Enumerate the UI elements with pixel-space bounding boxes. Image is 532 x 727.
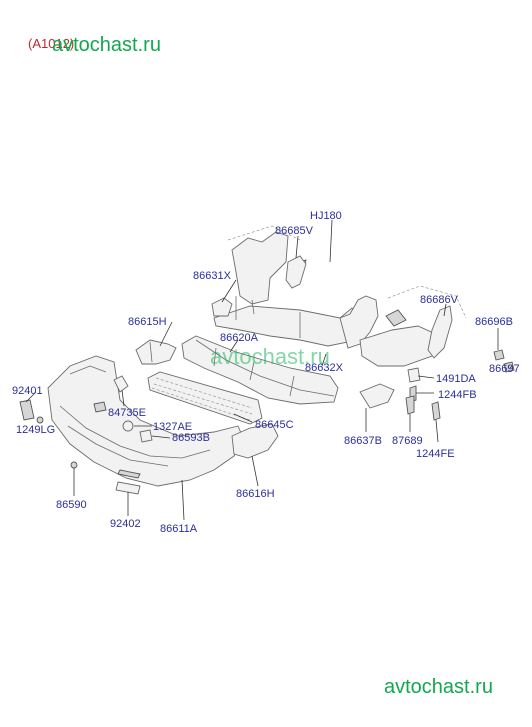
part-86616h — [231, 423, 279, 459]
part-1327ae — [122, 420, 134, 432]
label-86686v[interactable]: 86686V — [420, 294, 459, 306]
part-84735e — [113, 375, 129, 393]
label-86637b[interactable]: 86637B — [344, 435, 382, 447]
part-1244fe — [431, 401, 441, 421]
part-86685v — [285, 255, 307, 289]
label-86616h[interactable]: 86616H — [236, 488, 275, 500]
label-86685v[interactable]: 86685V — [275, 225, 314, 237]
label-hj180[interactable]: HJ180 — [310, 210, 342, 222]
part-86590 — [70, 461, 78, 469]
part-86620a-absorber — [181, 335, 339, 405]
label-86615h[interactable]: 86615H — [128, 316, 167, 328]
label-1244fe[interactable]: 1244FE — [416, 448, 455, 460]
label-86632x[interactable]: 86632X — [305, 362, 344, 374]
part-92401 — [19, 399, 35, 421]
label-86593b[interactable]: 86593B — [172, 432, 210, 444]
part-1491da — [407, 367, 421, 383]
label-84735e[interactable]: 84735E — [108, 407, 146, 419]
label-92402[interactable]: 92402 — [110, 518, 141, 530]
leader-lines — [25, 219, 513, 521]
label-86620a[interactable]: 86620A — [220, 332, 259, 344]
part-86631x — [211, 297, 233, 317]
label-86645c[interactable]: 86645C — [255, 419, 294, 431]
label-86590[interactable]: 86590 — [56, 499, 87, 511]
part-86593b — [139, 429, 153, 443]
body-frame — [213, 225, 467, 367]
part-92402 — [115, 481, 141, 495]
part-86686v — [427, 305, 453, 359]
part-1249lg — [36, 416, 44, 424]
part-86697 — [503, 361, 515, 373]
part-87689 — [405, 395, 415, 415]
label-86697[interactable]: 86697 — [489, 363, 520, 375]
label-1491da[interactable]: 1491DA — [436, 373, 476, 385]
label-86631x[interactable]: 86631X — [193, 270, 232, 282]
watermark-bottom: avtochast.ru — [384, 676, 493, 698]
watermark-top: avtochast.ru — [52, 34, 161, 56]
part-86615h — [135, 339, 177, 365]
label-86696b[interactable]: 86696B — [475, 316, 513, 328]
part-86637b — [359, 383, 395, 409]
label-1327ae[interactable]: 1327AE — [153, 421, 192, 433]
watermark-middle: avtochast.ru — [210, 344, 330, 369]
part-86611a-bumper-cover — [47, 355, 245, 487]
label-1244fb[interactable]: 1244FB — [438, 389, 477, 401]
diagram-code: (A1012) — [28, 36, 74, 51]
label-86611a[interactable]: 86611A — [160, 523, 198, 535]
label-1249lg[interactable]: 1249LG — [16, 424, 55, 436]
label-87689[interactable]: 87689 — [392, 435, 423, 447]
label-92401[interactable]: 92401 — [12, 385, 43, 397]
part-86696b — [493, 349, 505, 361]
part-86645c-grille — [147, 371, 263, 425]
